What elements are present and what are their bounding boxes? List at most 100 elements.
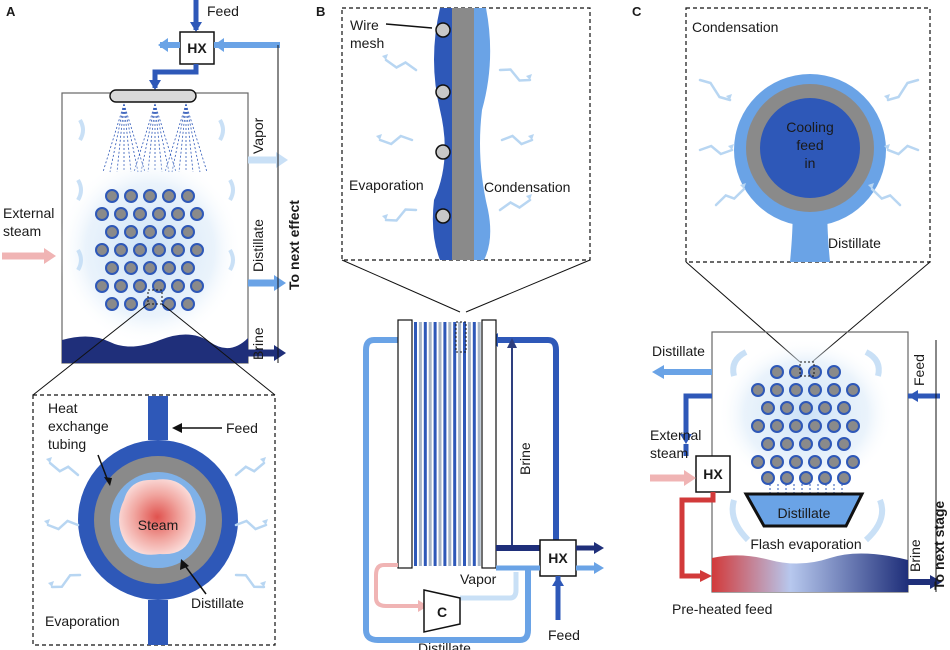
detail-distillate-label-a: Distillate — [191, 595, 244, 611]
tube-c — [799, 401, 813, 415]
plate-stack-b — [414, 322, 481, 566]
detail-heat-1: Heat — [48, 400, 78, 416]
detail-swirl-b — [378, 134, 414, 146]
tube-c — [846, 419, 860, 433]
compressor-inlet-b — [374, 563, 424, 608]
external-steam-label-a-1: External — [3, 205, 54, 221]
tube-a — [152, 243, 166, 257]
swirl-a — [218, 118, 225, 142]
preheated-feed-arrow-c — [700, 570, 712, 582]
condensation-label-b: Condensation — [484, 179, 570, 195]
tube-c — [827, 455, 841, 469]
evaporating-film-b — [432, 8, 455, 260]
distillate-loop-b — [363, 337, 531, 643]
cooling-label-2: feed — [796, 137, 823, 153]
tube-c — [846, 455, 860, 469]
tube-a — [152, 207, 166, 221]
detail-steam-core-a — [119, 479, 196, 555]
tube-a — [95, 243, 109, 257]
distillate-label-b: Distillate — [418, 640, 471, 650]
tube-c — [761, 471, 775, 485]
detail-feed-label-a: Feed — [226, 420, 258, 436]
external-steam-label-c-1: External — [650, 427, 701, 443]
brine-label-b: Brine — [517, 442, 533, 475]
tube-c — [761, 401, 775, 415]
detail-swirl-a — [234, 573, 266, 589]
tube-c — [818, 471, 832, 485]
tube-c — [770, 383, 784, 397]
tube-a — [152, 279, 166, 293]
tube-a — [105, 297, 119, 311]
tube-a — [124, 189, 138, 203]
distillate-tray-label: Distillate — [778, 505, 831, 521]
tube-c — [808, 455, 822, 469]
plate-b — [443, 322, 447, 566]
tube-c — [799, 471, 813, 485]
tube-a — [105, 261, 119, 275]
mesh-bead-b — [435, 208, 451, 224]
detail-core-c — [760, 98, 860, 198]
spray-jet-a — [185, 103, 201, 173]
tube-a — [143, 189, 157, 203]
spray-in-arrow-a — [149, 80, 161, 90]
plate-b — [448, 322, 452, 566]
tube-a — [133, 243, 147, 257]
tube-c — [751, 419, 765, 433]
to-next-stage-label: To next stage — [931, 501, 947, 590]
cooling-label-3: in — [805, 155, 816, 171]
tube-bundle-c — [751, 365, 860, 485]
tube-a — [143, 225, 157, 239]
hx-label-a: HX — [187, 40, 207, 56]
tube-a — [162, 297, 176, 311]
detail-swirl-a-head — [260, 457, 266, 463]
panel-c-letter: C — [632, 4, 642, 19]
tube-a — [133, 279, 147, 293]
distillate-tray-c — [743, 492, 865, 528]
hx-out-arrow-a — [158, 38, 168, 52]
tube-c — [818, 437, 832, 451]
detail-heat-3: tubing — [48, 436, 86, 452]
hx-label-c: HX — [703, 466, 723, 482]
feed-to-hx-arrow-c — [680, 434, 692, 444]
zoom-marker-b — [455, 321, 467, 353]
distillate-outlet-arrow-c — [652, 365, 664, 379]
swirl-a — [228, 178, 235, 202]
tube-a — [124, 261, 138, 275]
tube-c — [770, 419, 784, 433]
plate-b — [423, 322, 427, 566]
tube-c — [789, 383, 803, 397]
plate-b — [418, 322, 422, 566]
plate-wall-b — [452, 8, 474, 260]
detail-swirl-b-head — [382, 54, 388, 60]
distillate-drips-c — [769, 484, 843, 494]
detail-steam-label: Steam — [138, 517, 178, 533]
condensing-film-b — [474, 8, 491, 260]
brine-label-a: Brine — [250, 327, 266, 360]
tube-a — [114, 243, 128, 257]
vapor-label-a: Vapor — [250, 117, 266, 154]
detail-swirl-c-head — [884, 144, 890, 150]
end-plate-left-b — [397, 319, 413, 569]
tube-c — [808, 419, 822, 433]
plate-b — [414, 322, 417, 566]
external-steam-label-c-2: steam — [650, 445, 688, 461]
distillate-outlet-arrow-a — [274, 275, 286, 291]
detail-swirl-a-head — [44, 519, 50, 525]
mesh-bead-b — [435, 22, 451, 38]
detail-swirl-b — [384, 58, 418, 72]
tube-c — [818, 401, 832, 415]
swirl-a — [78, 118, 85, 142]
tube-c — [837, 401, 851, 415]
swirl-c-1 — [730, 349, 748, 377]
detail-swirls-c — [698, 78, 920, 207]
plate-b — [467, 322, 471, 566]
tube-c — [808, 365, 822, 379]
tube-c — [808, 383, 822, 397]
distillate-detail-label-c: Distillate — [828, 235, 881, 251]
end-plate-right-b — [481, 319, 497, 569]
panel-a-letter: A — [6, 4, 16, 19]
tube-c — [789, 365, 803, 379]
feed-label-a: Feed — [207, 3, 239, 19]
swirl-c-3 — [729, 499, 751, 543]
